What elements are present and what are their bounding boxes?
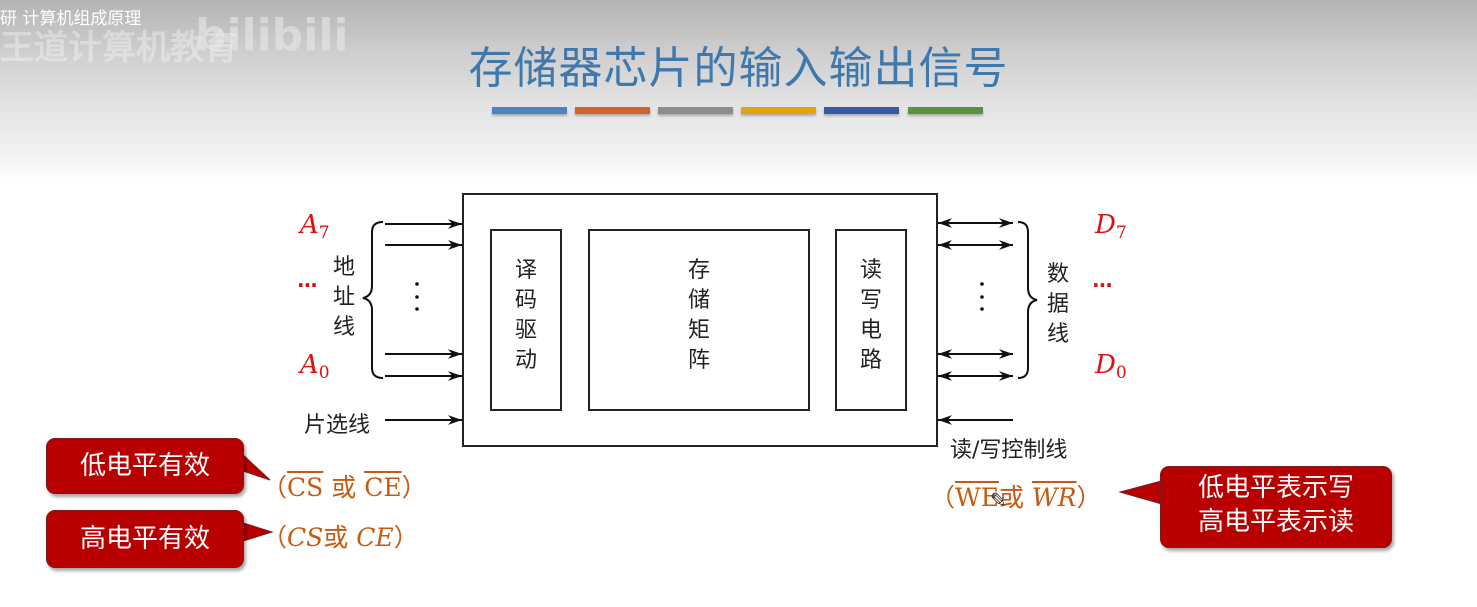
data-red-ellipsis: ...: [1092, 268, 1113, 292]
data-ellipsis-dot: [980, 295, 984, 299]
matrix-block: [588, 229, 810, 411]
decoder-label: 译码驱动: [514, 258, 537, 373]
rw-control-label: 读/写控制线: [950, 438, 1068, 463]
watermark: 王道计算机教育: [0, 28, 238, 68]
signal-a7: A7: [300, 210, 330, 243]
rw-circuit-label: 读写电路: [859, 258, 882, 373]
data-brace: [1017, 221, 1038, 379]
watermark-logo: bilibili: [195, 10, 349, 61]
course-label: 研 计算机组成原理: [0, 9, 142, 29]
signal-d7: D7: [1095, 210, 1127, 243]
callout-rw-line-2: 高电平表示读: [1197, 507, 1354, 537]
address-lines-label: 地址线: [332, 255, 355, 340]
address-ellipsis-dot: [415, 307, 419, 311]
slide-header-background: [0, 0, 1477, 180]
accent-bar-1: [492, 107, 567, 114]
callout-rw-line-1: 低电平表示写: [1197, 473, 1354, 503]
signal-d0: D0: [1095, 350, 1127, 383]
data-ellipsis-dot: [980, 282, 984, 286]
callout-rw-meaning: 低电平表示写 高电平表示读: [1160, 466, 1392, 548]
callout-tail-rw: [1118, 479, 1166, 506]
cs-ce-low-active-signal: （CS 或 CE）: [262, 473, 427, 502]
accent-bar-2: [575, 107, 650, 114]
accent-bar-3: [658, 107, 733, 114]
data-lines-label: 数据线: [1046, 262, 1069, 347]
address-ellipsis-dot: [415, 295, 419, 299]
signal-a0: A0: [300, 350, 330, 383]
we-wr-signal: （WE或 WR）: [930, 483, 1102, 512]
callout-high-active: 高电平有效: [46, 510, 244, 568]
pen-cursor-icon: ✎: [990, 488, 1007, 512]
rw-circuit-block: [835, 229, 907, 411]
address-red-ellipsis: ...: [297, 268, 318, 292]
slide-title: 存储器芯片的输入输出信号: [468, 43, 1009, 94]
decoder-block: [490, 229, 562, 411]
matrix-label: 存储矩阵: [687, 258, 710, 373]
chip-select-label: 片选线: [304, 413, 371, 438]
data-ellipsis-dot: [980, 307, 984, 311]
accent-bar-4: [741, 107, 816, 114]
accent-bar-6: [908, 107, 983, 114]
accent-bar-5: [824, 107, 899, 114]
cs-ce-high-active-signal: （CS或 CE）: [262, 523, 419, 552]
address-ellipsis-dot: [415, 282, 419, 286]
callout-low-active: 低电平有效: [46, 438, 244, 494]
address-brace: [362, 221, 384, 379]
